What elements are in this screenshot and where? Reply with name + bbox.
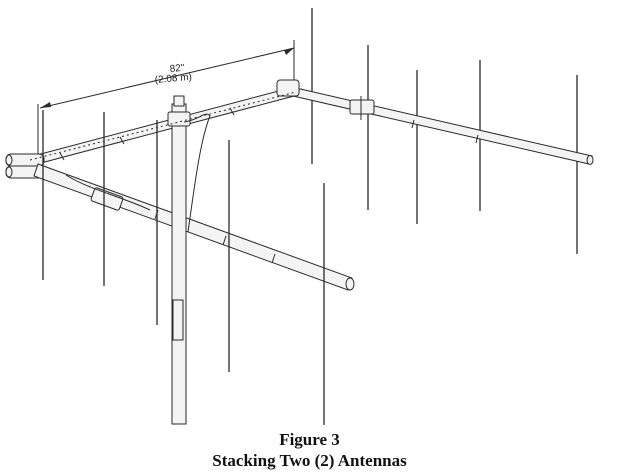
dimension-label-metric: (2.08 m) <box>154 72 192 86</box>
dimension-label-imperial: 82" <box>169 63 185 75</box>
upper-antenna-boom <box>292 87 594 165</box>
feedlines <box>29 91 297 233</box>
rear-elements <box>311 8 578 254</box>
figure-subtitle: Stacking Two (2) Antennas <box>212 451 407 470</box>
mast <box>167 95 191 425</box>
dimension-line <box>37 40 295 158</box>
figure-title: Figure 3 <box>279 430 340 449</box>
front-elements <box>42 110 325 425</box>
upper-hub <box>276 79 375 120</box>
upper-crossarm <box>17 87 295 169</box>
